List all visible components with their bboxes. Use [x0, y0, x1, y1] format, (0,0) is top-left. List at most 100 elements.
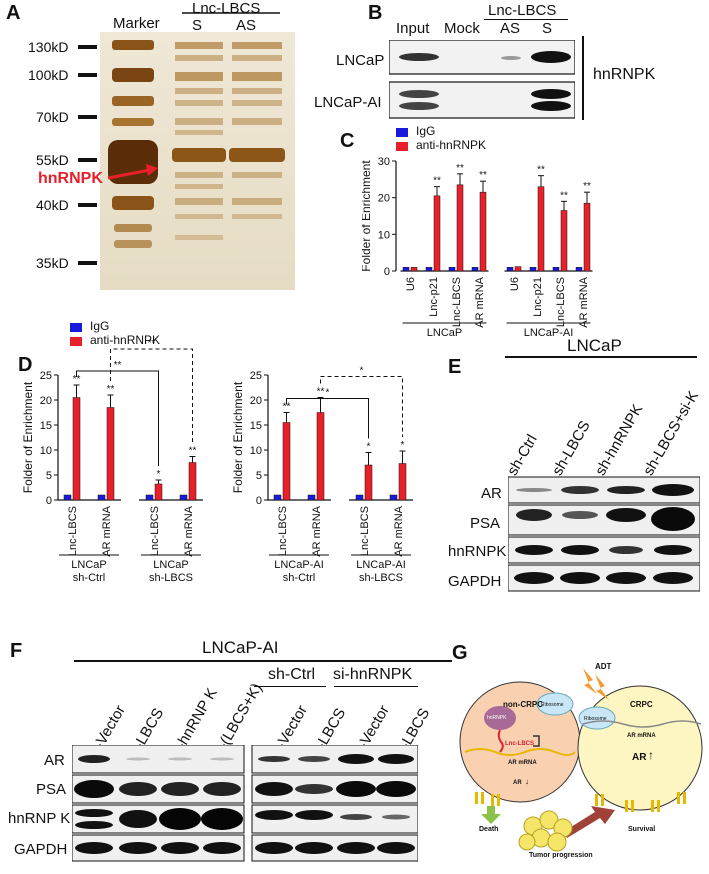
- ar-mrna-label-right: AR mRNA: [627, 733, 656, 739]
- comparison-bracket: [286, 398, 369, 439]
- bar-igg: [97, 494, 106, 501]
- col-e-shlbcs-sik: sh-LBCS+si-K: [640, 388, 703, 479]
- mw-130: 130kD: [28, 39, 69, 55]
- group-shctrl: sh-Ctrl: [268, 666, 316, 683]
- silver-stain-gel: [78, 12, 295, 290]
- comparison-bracket-dashed: [320, 376, 403, 437]
- col-e-shlbcs: sh-LBCS: [549, 418, 594, 479]
- y-tick-label: 15: [250, 420, 262, 432]
- y-tick-label: 20: [40, 395, 52, 407]
- bar-anti-hnrnpk: [364, 464, 373, 501]
- s-lane: [172, 42, 226, 240]
- lnc-lbcs-label-g: Lnc-LBCS: [505, 741, 534, 747]
- bar-igg: [389, 494, 398, 501]
- bar-anti-hnrnpk: [479, 191, 487, 272]
- x-tick-label: AR mRNA: [183, 505, 195, 556]
- western-blot-e: [508, 476, 700, 592]
- group-label: LNCaP-AI: [524, 327, 574, 339]
- legend-anti-swatch-c: [396, 142, 408, 151]
- col-input: Input: [396, 20, 430, 37]
- y-tick-label: 30: [378, 156, 390, 168]
- group-sihnrnpk: si-hnRNPK: [333, 666, 413, 683]
- bar-anti-hnrnpk: [154, 483, 163, 501]
- y-tick-label: 10: [378, 229, 390, 241]
- legend-anti-swatch-d: [70, 337, 82, 346]
- bar-anti-hnrnpk: [410, 267, 418, 272]
- panel-label-e: E: [448, 356, 462, 378]
- mw-35: 35kD: [36, 255, 69, 271]
- bracket-significance: *: [360, 366, 364, 377]
- significance-mark: **: [560, 190, 568, 201]
- bar-igg: [355, 494, 364, 501]
- panel-label-g: G: [452, 642, 468, 664]
- y-tick-label: 5: [46, 470, 52, 482]
- bar-igg: [506, 267, 514, 272]
- as-lane: [229, 42, 285, 219]
- ribosome-label-right: Ribosome: [584, 716, 607, 722]
- ar-mrna-wave-right: [582, 720, 702, 728]
- lncap-ai-line-f: [74, 660, 452, 662]
- lnc-lbcs-label-b: Lnc-LBCS: [488, 2, 557, 19]
- group-shctrl-line: [254, 686, 326, 688]
- legend-igg-swatch-c: [396, 128, 408, 137]
- col-as: AS: [500, 20, 521, 37]
- bar-igg: [448, 267, 456, 272]
- col-e-shhnrnpk: sh-hnRNPK: [592, 401, 647, 479]
- row-e-ar: AR: [481, 485, 502, 502]
- significance-mark: **: [583, 181, 591, 192]
- panel-label-c: C: [340, 130, 355, 152]
- x-tick-label: AR mRNA: [101, 505, 113, 556]
- group-label: LNCaP: [71, 559, 106, 571]
- ar-mrna-wave-left: [464, 748, 576, 756]
- bracket-significance: **: [114, 360, 122, 371]
- y-tick-label: 5: [256, 470, 262, 482]
- ar-down-label: AR: [513, 780, 522, 786]
- bar-anti-hnrnpk: [433, 195, 441, 272]
- western-blot-b: [389, 40, 575, 119]
- western-blot-f: [72, 745, 418, 862]
- bar-anti-hnrnpk: [106, 407, 115, 501]
- bar-igg: [575, 267, 583, 272]
- chart-d2: Folder of Enrichment0510152025**Lnc-LBCS…: [231, 366, 413, 584]
- death-label: Death: [479, 826, 499, 833]
- hnrnpk-label-g: hnRNPK: [487, 715, 507, 721]
- x-tick-label: Lnc-LBCS: [555, 277, 567, 327]
- ribosome-label-left: Ribosome: [541, 702, 564, 708]
- ar-up-label: AR: [632, 752, 647, 763]
- lnc-lbcs-label-a: Lnc-LBCS: [192, 0, 261, 17]
- x-tick-label: Lnc-LBCS: [67, 506, 79, 556]
- survival-label: Survival: [628, 826, 656, 833]
- group-label: sh-Ctrl: [73, 572, 105, 584]
- panel-label-d: D: [18, 354, 33, 376]
- x-tick-label: AR mRNA: [578, 276, 590, 327]
- row-e-psa: PSA: [470, 515, 501, 532]
- death-arrow: [481, 806, 501, 824]
- x-tick-label: AR mRNA: [474, 276, 486, 327]
- row-f-gapdh: GAPDH: [14, 841, 68, 858]
- x-tick-label: Lnc-p21: [532, 277, 544, 317]
- y-tick-label: 25: [40, 370, 52, 382]
- inhibit-bracket: [533, 735, 540, 747]
- y-axis-label: Folder of Enrichment: [231, 381, 245, 493]
- hnrnpk-bracket-b: [582, 36, 584, 120]
- bar-anti-hnrnpk: [282, 422, 291, 501]
- bracket-significance: **: [148, 340, 156, 349]
- y-tick-label: 15: [40, 420, 52, 432]
- arrow-head: [146, 164, 158, 176]
- y-tick-label: 20: [378, 193, 390, 205]
- row-f-hnrnpk: hnRNP K: [8, 810, 71, 827]
- crpc-label: CRPC: [630, 700, 653, 709]
- bar-igg: [552, 267, 560, 272]
- y-tick-label: 10: [40, 445, 52, 457]
- significance-mark: *: [157, 469, 161, 480]
- panel-label-a: A: [6, 2, 21, 24]
- panel-label-f: F: [10, 640, 23, 662]
- group-label: LNCaP-AI: [274, 559, 324, 571]
- chart-c: Folder of Enrichment0102030U6**Lnc-p21**…: [362, 156, 593, 339]
- bar-anti-hnrnpk: [188, 462, 197, 501]
- significance-mark: **: [73, 374, 81, 385]
- group-label: LNCaP: [427, 327, 462, 339]
- bar-anti-hnrnpk: [456, 184, 464, 272]
- hnrnpk-blob: [484, 706, 516, 730]
- tumor-progression-label: Tumor progression: [529, 852, 593, 859]
